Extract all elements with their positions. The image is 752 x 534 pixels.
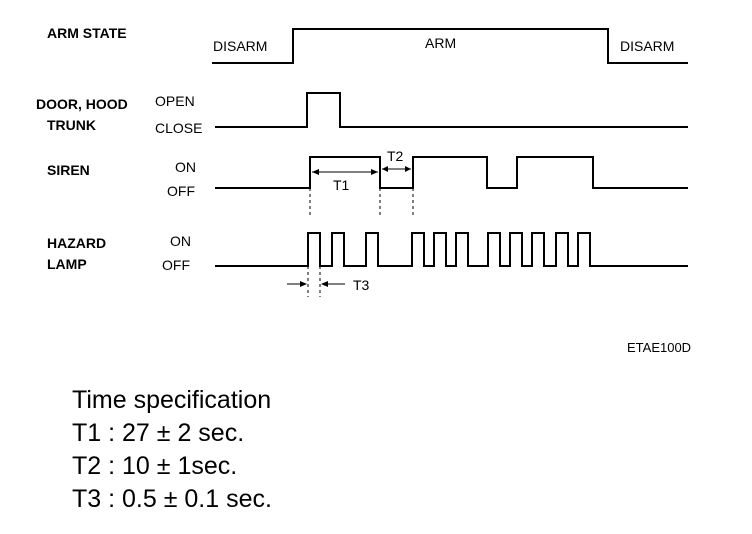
siren-on-label: ON — [175, 159, 196, 175]
spec-line-t2: T2 : 10 ± 1sec. — [72, 452, 238, 480]
t3-arrow-head-left — [300, 281, 307, 287]
t2-arrow-head-left — [382, 166, 388, 172]
t1-arrow-head-left — [312, 169, 319, 175]
arm-state-label: ARM STATE — [47, 25, 127, 41]
spec-title: Time specification — [72, 386, 272, 414]
spec-t2-name: T2 — [72, 452, 102, 480]
door-close-label: CLOSE — [155, 120, 202, 136]
arm-state-disarm-left: DISARM — [213, 38, 267, 54]
siren-label: SIREN — [47, 162, 90, 178]
t2-label: T2 — [387, 148, 404, 164]
t2-arrow-head-right — [405, 166, 411, 172]
t3-arrow-head-right — [321, 281, 328, 287]
t3-label: T3 — [353, 277, 370, 293]
siren-off-label: OFF — [167, 183, 195, 199]
spec-t3-value: 0.5 ± 0.1 sec. — [122, 485, 272, 513]
arm-state-waveform — [212, 28, 688, 64]
door-open-label: OPEN — [155, 93, 195, 109]
siren-waveform — [215, 156, 688, 189]
hazard-on-label: ON — [170, 233, 191, 249]
spec-t1-name: T1 — [72, 419, 102, 447]
spec-t3-name: T3 — [72, 485, 102, 513]
spec-line-t1: T1 : 27 ± 2 sec. — [72, 419, 245, 447]
hazard-label-line2: LAMP — [47, 256, 87, 272]
hazard-waveform — [215, 232, 688, 267]
door-waveform — [215, 92, 688, 128]
spec-line-t3: T3 : 0.5 ± 0.1 sec. — [72, 485, 272, 513]
t1-arrow-head-right — [371, 169, 378, 175]
figure-code: ETAE100D — [627, 340, 691, 355]
spec-t1-value: 27 ± 2 sec. — [122, 419, 245, 447]
spec-t2-value: 10 ± 1sec. — [122, 452, 238, 480]
t1-label: T1 — [333, 177, 350, 193]
arm-state-disarm-right: DISARM — [620, 38, 674, 54]
hazard-off-label: OFF — [162, 257, 190, 273]
door-label-line1: DOOR, HOOD — [36, 96, 128, 112]
arm-state-arm: ARM — [425, 35, 456, 51]
door-label-line2: TRUNK — [47, 117, 96, 133]
hazard-label-line1: HAZARD — [47, 235, 106, 251]
